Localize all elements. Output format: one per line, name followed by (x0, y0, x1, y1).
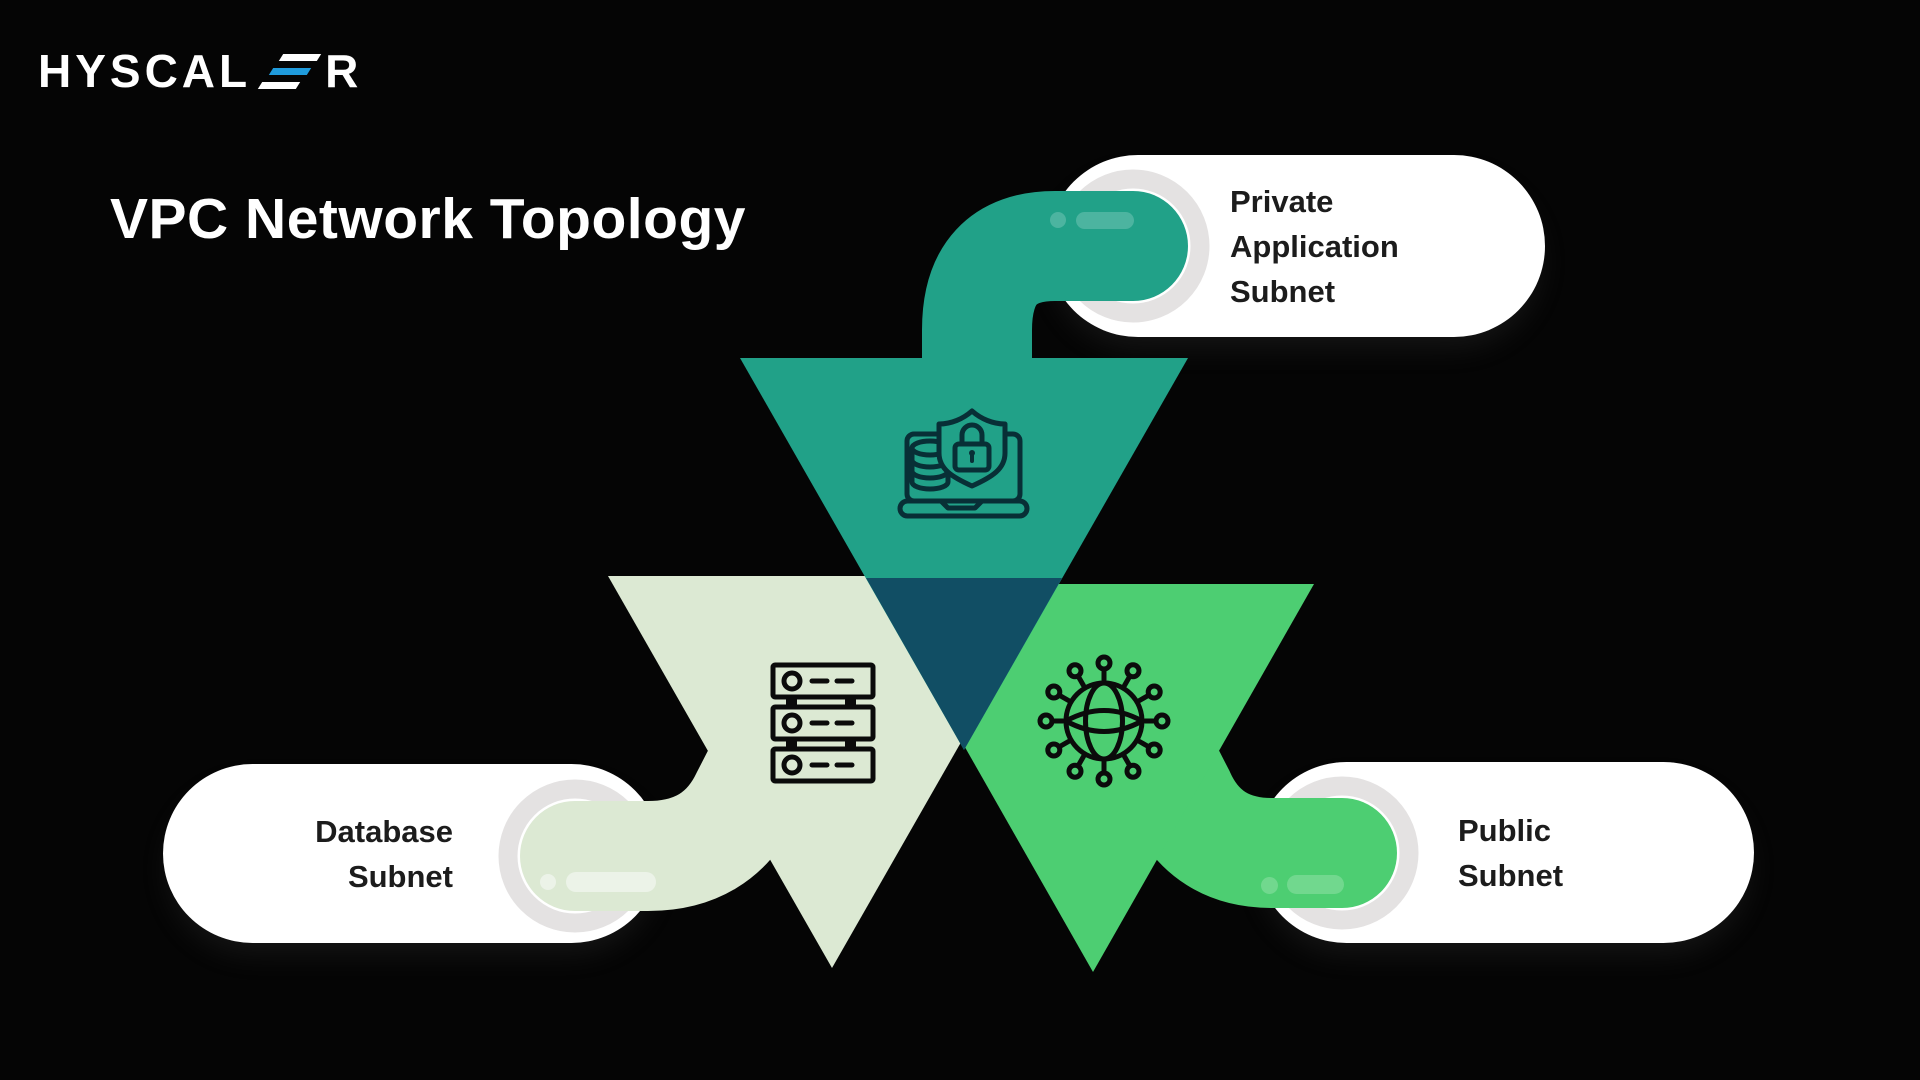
cylinder-top (909, 438, 951, 458)
label-private-application-subnet: Private Application Subnet (1047, 155, 1545, 337)
rack-connector (786, 734, 797, 752)
label-database-subnet: Database Subnet (163, 764, 661, 943)
secure-laptop-icon (897, 408, 1030, 519)
laptop-base (897, 498, 1030, 519)
server-led (781, 712, 803, 734)
database-cylinder (909, 445, 951, 492)
server-unit (770, 704, 876, 742)
rack-connector (786, 692, 797, 710)
logo-stylized-e-icon (257, 52, 322, 90)
logo-e-bar-top (278, 54, 322, 61)
globe-equator (1060, 708, 1148, 734)
cylinder-ring (909, 457, 951, 470)
logo-e-bar-middle-blue (268, 68, 312, 75)
globe-sphere (1063, 680, 1145, 762)
globe-meridian (1083, 680, 1125, 762)
pill-line: Database (315, 813, 453, 849)
rack-connector (845, 734, 856, 752)
subnet-overlap-shape (866, 578, 1062, 750)
server-unit (770, 662, 876, 700)
server-led (781, 754, 803, 776)
logo-e-bar-bottom (257, 82, 301, 89)
server-led (781, 670, 803, 692)
padlock-body (952, 441, 992, 473)
laptop-notch (938, 498, 985, 511)
pill-line: Private (1230, 183, 1334, 219)
rack-connector (845, 692, 856, 710)
pill-line: Subnet (1230, 273, 1336, 309)
logo-text-start: HYSCAL (38, 45, 252, 97)
server-rack-icon (770, 662, 876, 784)
database-subnet-triangle (608, 576, 1056, 968)
private-subnet-triangle (740, 358, 1188, 750)
label-public-subnet: Public Subnet (1256, 762, 1754, 943)
cylinder-ring (909, 468, 951, 481)
page-title: VPC Network Topology (110, 187, 746, 251)
logo: HYSCAL R (38, 44, 362, 98)
pill-line: Subnet (1458, 857, 1564, 893)
public-subnet-triangle (872, 584, 1314, 972)
globe-network-icon (1037, 654, 1171, 788)
shield (936, 408, 1008, 489)
laptop-screen (904, 431, 1023, 504)
pill-line: Application (1230, 228, 1399, 264)
pill-line: Public (1458, 812, 1552, 848)
keyhole (969, 450, 975, 456)
padlock-shackle (959, 422, 985, 447)
globe-spokes (1037, 654, 1171, 788)
server-unit (770, 746, 876, 784)
logo-text-end: R (325, 45, 363, 97)
pill-line: Subnet (347, 858, 453, 894)
